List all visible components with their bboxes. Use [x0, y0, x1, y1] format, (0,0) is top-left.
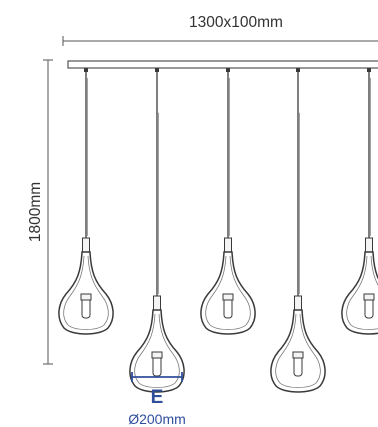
width-label: 1300x100mm: [189, 14, 283, 31]
pendant-group: [58, 68, 378, 393]
mount-point: [84, 68, 88, 72]
height-dimension: 1800mm: [27, 59, 53, 365]
glass-shade: [129, 309, 185, 393]
pendant-lamp: [58, 68, 114, 335]
bulb: [81, 297, 91, 319]
glass-shade: [341, 251, 378, 335]
mount-point: [155, 68, 159, 72]
mount-point: [226, 68, 230, 72]
bulb: [293, 355, 303, 377]
pendant-lamp: [129, 68, 185, 393]
bulb: [364, 297, 374, 319]
mount-point: [367, 68, 371, 72]
glass-shade: [58, 251, 114, 335]
width-dimension: 1300x100mm: [62, 14, 378, 46]
bulb: [152, 355, 162, 377]
pendant-lamp: [341, 68, 378, 335]
ceiling-canopy: [67, 60, 378, 69]
glass-shade: [270, 309, 326, 393]
diameter-code: E: [151, 387, 164, 408]
glass-shade: [200, 251, 256, 335]
height-label: 1800mm: [27, 182, 44, 242]
diameter-label: Ø200mm: [128, 411, 186, 427]
pendant-lamp: [270, 68, 326, 393]
pendant-lamp: [200, 68, 256, 335]
diameter-indicator: E Ø200mm: [128, 372, 186, 427]
bulb: [223, 297, 233, 319]
mount-point: [296, 68, 300, 72]
